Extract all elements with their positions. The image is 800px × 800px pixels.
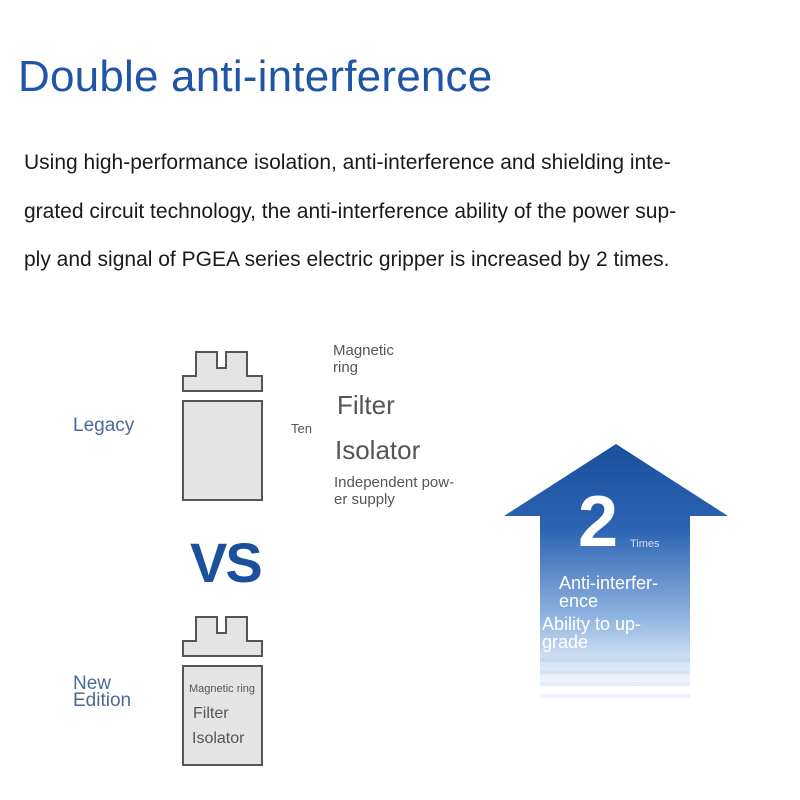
times-number: 2 [578, 482, 619, 562]
legacy-connector-icon [182, 351, 263, 501]
description-paragraph: Using high-performance isolation, anti-i… [24, 139, 764, 285]
new-edition-label: New Edition [73, 673, 132, 711]
arrow-text-anti-interference: Anti-interfer- ence [559, 574, 658, 610]
arrow-text-line: Ability to up- [542, 614, 642, 634]
legacy-label: Legacy [73, 415, 135, 436]
new-feature-isolator: Isolator [192, 730, 245, 747]
feature-text-line: Magnetic [333, 342, 394, 359]
arrow-text-line: Anti-interfer- [559, 573, 659, 593]
ten-label: Ten [291, 421, 312, 436]
vs-label: VS [190, 531, 263, 594]
label-line: New [73, 673, 112, 694]
arrow-text-ability: Ability to up- grade [542, 615, 641, 651]
new-feature-filter: Filter [193, 705, 229, 722]
upgrade-arrow-icon [504, 444, 728, 698]
legacy-feature-filter: Filter [337, 390, 395, 420]
legacy-feature-isolator: Isolator [335, 435, 421, 465]
legacy-feature-power-supply: Independent pow- er supply [334, 474, 454, 508]
feature-text-line: Independent pow- [334, 474, 455, 491]
paragraph-line: ply and signal of PGEA series electric g… [24, 248, 670, 271]
legacy-feature-magnetic-ring: Magnetic ring [333, 342, 394, 376]
page-title: Double anti-interference [18, 52, 493, 101]
paragraph-line: Using high-performance isolation, anti-i… [24, 151, 671, 174]
label-line: Edition [73, 690, 132, 711]
arrow-text-line: grade [542, 632, 589, 652]
arrow-text-line: ence [559, 591, 599, 611]
feature-text-line: er supply [334, 491, 395, 508]
paragraph-line: grated circuit technology, the anti-inte… [24, 199, 677, 223]
new-feature-magnetic-ring: Magnetic ring [189, 683, 256, 695]
feature-text-line: ring [333, 359, 359, 376]
times-label: Times [630, 538, 660, 550]
new-edition-connector-icon [182, 616, 263, 766]
